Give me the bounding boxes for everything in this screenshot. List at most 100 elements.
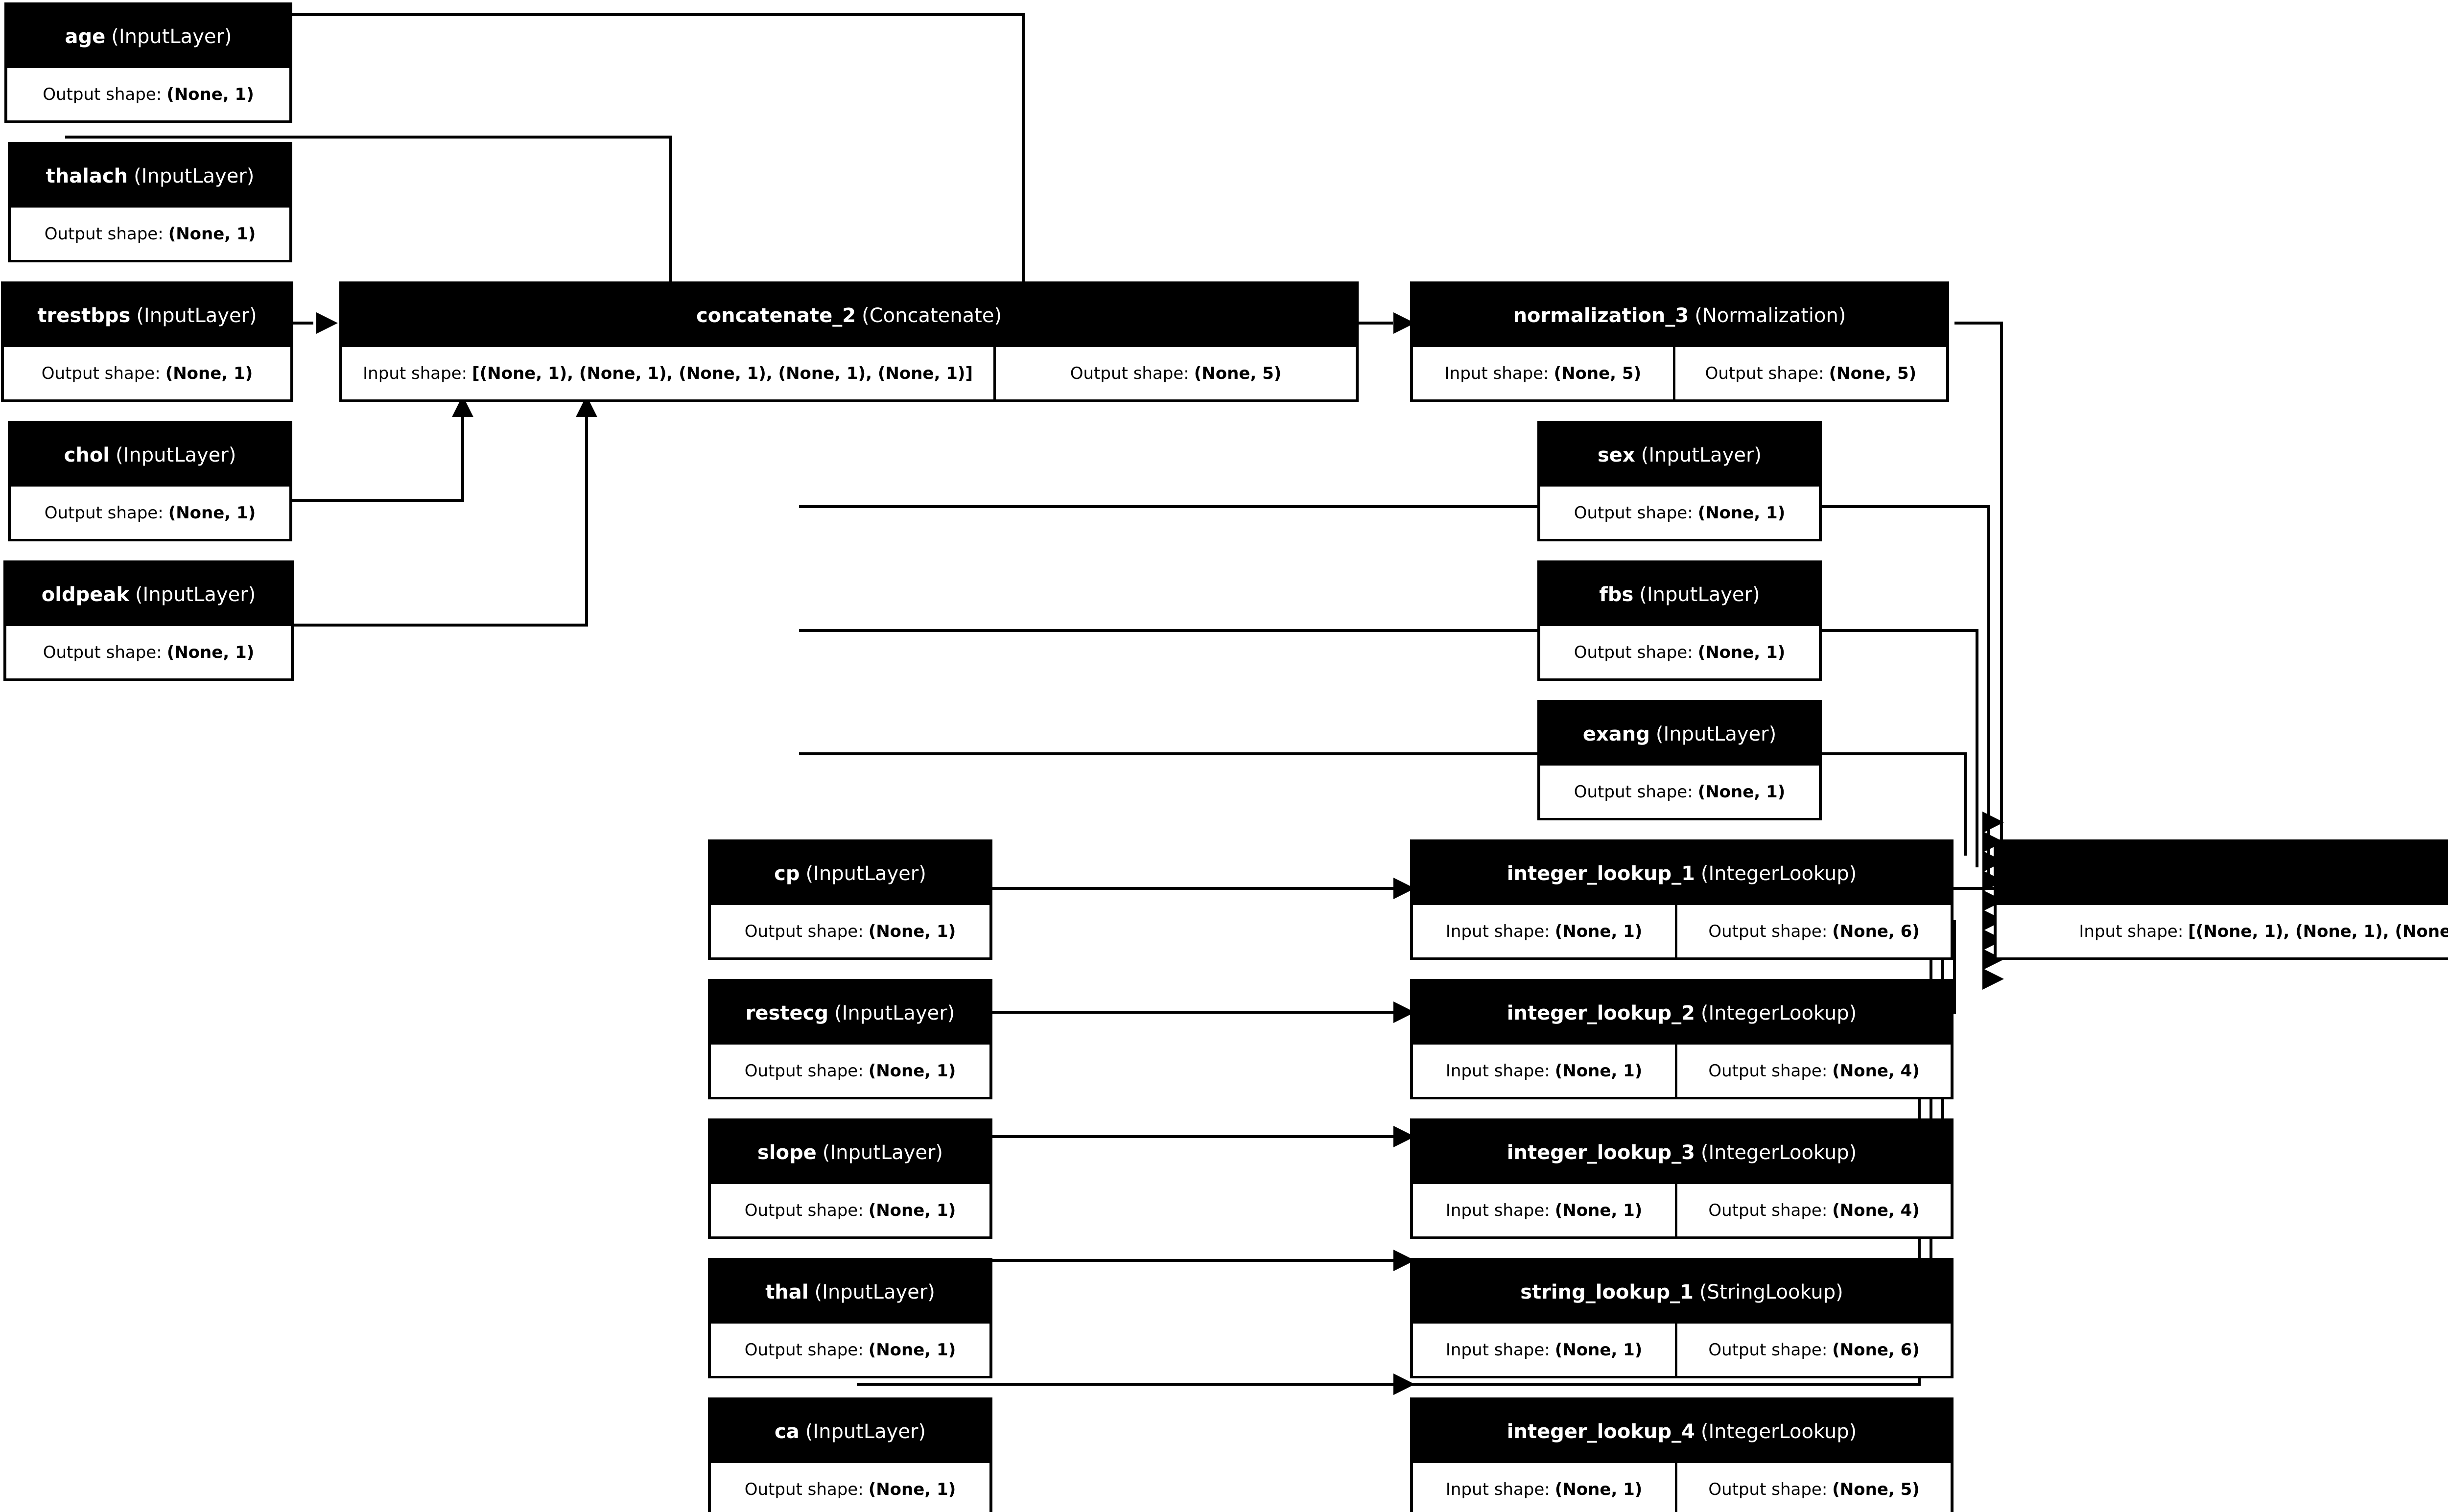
node-shapes-sex: Output shape:(None, 1): [1540, 487, 1819, 539]
node-shapes-concatenate_2: Input shape:[(None, 1), (None, 1), (None…: [342, 347, 1356, 399]
arrowhead-c3-il3: [1982, 929, 2004, 951]
node-layer-class: (IntegerLookup): [1700, 862, 1857, 885]
shape-label: Output shape:: [1708, 1061, 1828, 1081]
shape-label: Output shape:: [1574, 503, 1693, 523]
edge-fbs-concatenate3: [799, 629, 1978, 867]
layer-node-oldpeak[interactable]: oldpeak(InputLayer)Output shape:(None, 1…: [3, 560, 294, 681]
edge-thalach-concatenate2: [65, 136, 672, 291]
node-title-integer_lookup_2: integer_lookup_2(IntegerLookup): [1413, 982, 1951, 1045]
output-shape-cell: Output shape:(None, 1): [7, 68, 289, 120]
node-title-concatenate_2: concatenate_2(Concatenate): [342, 284, 1356, 347]
shape-label: Output shape:: [1708, 1479, 1828, 1499]
node-shapes-concatenate_3: Input shape:[(None, 1), (None, 1), (None…: [1997, 905, 2448, 957]
node-layer-class: (InputLayer): [834, 1002, 955, 1024]
node-layer-name: integer_lookup_2: [1506, 1002, 1695, 1024]
shape-label: Output shape:: [43, 642, 162, 662]
node-layer-class: (InputLayer): [822, 1141, 943, 1164]
layer-node-integer_lookup_1[interactable]: integer_lookup_1(IntegerLookup)Input sha…: [1410, 839, 1954, 960]
node-layer-class: (Normalization): [1695, 304, 1846, 327]
node-title-ca: ca(InputLayer): [711, 1400, 989, 1463]
node-title-string_lookup_1: string_lookup_1(StringLookup): [1413, 1261, 1951, 1324]
edge-sex-concatenate3: [799, 505, 1990, 881]
node-shapes-normalization_3: Input shape:(None, 5)Output shape:(None,…: [1413, 347, 1946, 399]
node-shapes-slope: Output shape:(None, 1): [711, 1184, 989, 1236]
shape-label: Output shape:: [744, 1200, 864, 1220]
node-layer-class: (InputLayer): [805, 862, 926, 885]
node-title-concatenate_3: concatenate_3(Concatenate): [1997, 842, 2448, 905]
layer-node-string_lookup_1[interactable]: string_lookup_1(StringLookup)Input shape…: [1410, 1258, 1954, 1378]
layer-node-integer_lookup_2[interactable]: integer_lookup_2(IntegerLookup)Input sha…: [1410, 979, 1954, 1099]
layer-node-thalach[interactable]: thalach(InputLayer)Output shape:(None, 1…: [8, 142, 292, 262]
arrowhead-c3-il4: [1982, 968, 2004, 990]
arrowhead-sl1: [1393, 1250, 1415, 1271]
output-shape-cell: Output shape:(None, 5): [996, 347, 1356, 399]
edge-exang-concatenate3: [799, 752, 1967, 856]
node-layer-class: (InputLayer): [805, 1420, 926, 1443]
layer-node-thal[interactable]: thal(InputLayer)Output shape:(None, 1): [708, 1258, 992, 1378]
node-shapes-age: Output shape:(None, 1): [7, 68, 289, 120]
node-title-integer_lookup_3: integer_lookup_3(IntegerLookup): [1413, 1121, 1951, 1184]
shape-label: Output shape:: [1574, 642, 1693, 662]
layer-node-chol[interactable]: chol(InputLayer)Output shape:(None, 1): [8, 421, 292, 541]
layer-node-integer_lookup_3[interactable]: integer_lookup_3(IntegerLookup)Input sha…: [1410, 1118, 1954, 1239]
node-title-normalization_3: normalization_3(Normalization): [1413, 284, 1946, 347]
shape-label: Input shape:: [1445, 1479, 1550, 1499]
layer-node-age[interactable]: age(InputLayer)Output shape:(None, 1): [4, 2, 292, 123]
node-title-cp: cp(InputLayer): [711, 842, 989, 905]
node-layer-name: restecg: [745, 1002, 828, 1024]
shape-value: (None, 4): [1832, 1200, 1920, 1220]
node-title-chol: chol(InputLayer): [11, 424, 289, 487]
shape-value: (None, 5): [1832, 1479, 1920, 1499]
input-shape-cell: Input shape:(None, 1): [1413, 1045, 1678, 1097]
node-shapes-thalach: Output shape:(None, 1): [11, 208, 289, 260]
node-layer-class: (InputLayer): [136, 304, 257, 327]
shape-label: Output shape:: [744, 921, 864, 941]
layer-node-fbs[interactable]: fbs(InputLayer)Output shape:(None, 1): [1537, 560, 1822, 681]
output-shape-cell: Output shape:(None, 6): [1677, 905, 1951, 957]
layer-node-slope[interactable]: slope(InputLayer) Output shape:(None, 1): [708, 1118, 992, 1239]
node-title-trestbps: trestbps(InputLayer): [4, 284, 290, 347]
layer-node-cp[interactable]: cp(InputLayer)Output shape:(None, 1): [708, 839, 992, 960]
edges-inputs-to-lookups: [925, 878, 1415, 1395]
arrowhead-c3-il2: [1982, 909, 2004, 931]
layer-node-concatenate_3[interactable]: concatenate_3(Concatenate)Input shape:[(…: [1994, 839, 2448, 960]
layer-node-normalization_3[interactable]: normalization_3(Normalization)Input shap…: [1410, 281, 1949, 402]
layer-node-exang[interactable]: exang(InputLayer)Output shape:(None, 1): [1537, 700, 1822, 820]
node-layer-class: (IntegerLookup): [1700, 1420, 1857, 1443]
node-layer-name: thal: [765, 1281, 809, 1303]
layer-node-ca[interactable]: ca(InputLayer)Output shape:(None, 1): [708, 1397, 992, 1512]
shape-label: Input shape:: [2079, 921, 2184, 941]
node-layer-class: (InputLayer): [134, 165, 255, 187]
layer-node-restecg[interactable]: restecg(InputLayer)Output shape:(None, 1…: [708, 979, 992, 1099]
edge-age-concatenate2: [65, 13, 1025, 291]
node-layer-class: (InputLayer): [1639, 583, 1760, 606]
node-shapes-fbs: Output shape:(None, 1): [1540, 626, 1819, 678]
shape-label: Input shape:: [1444, 363, 1549, 383]
layer-node-trestbps[interactable]: trestbps(InputLayer)Output shape:(None, …: [1, 281, 293, 402]
shape-value: (None, 1): [1697, 503, 1786, 523]
layer-node-concatenate_2[interactable]: concatenate_2(Concatenate)Input shape:[(…: [339, 281, 1359, 402]
output-shape-cell: Output shape:(None, 4): [1677, 1184, 1951, 1236]
node-layer-name: slope: [757, 1141, 817, 1164]
layer-node-sex[interactable]: sex(InputLayer)Output shape:(None, 1): [1537, 421, 1822, 541]
output-shape-cell: Output shape:(None, 5): [1675, 347, 1946, 399]
shape-value: (None, 1): [1697, 642, 1786, 662]
shape-value: (None, 5): [1194, 363, 1282, 383]
node-title-sex: sex(InputLayer): [1540, 424, 1819, 487]
node-shapes-integer_lookup_1: Input shape:(None, 1)Output shape:(None,…: [1413, 905, 1951, 957]
node-title-restecg: restecg (InputLayer): [711, 982, 989, 1045]
node-title-integer_lookup_1: integer_lookup_1(IntegerLookup): [1413, 842, 1951, 905]
shape-label: Output shape:: [41, 363, 161, 383]
shape-label: Output shape:: [1705, 363, 1824, 383]
shape-label: Output shape:: [744, 1479, 864, 1499]
shape-label: Output shape:: [1070, 363, 1189, 383]
shape-label: Input shape:: [363, 363, 468, 383]
node-layer-name: age: [65, 25, 106, 48]
shape-value: (None, 1): [1554, 921, 1643, 941]
layer-node-integer_lookup_4[interactable]: integer_lookup_4(IntegerLookup)Input sha…: [1410, 1397, 1954, 1512]
node-layer-name: ca: [774, 1420, 800, 1443]
shape-label: Output shape:: [1708, 1200, 1828, 1220]
shape-value: (None, 6): [1832, 1340, 1920, 1360]
output-shape-cell: Output shape:(None, 1): [1540, 766, 1819, 818]
